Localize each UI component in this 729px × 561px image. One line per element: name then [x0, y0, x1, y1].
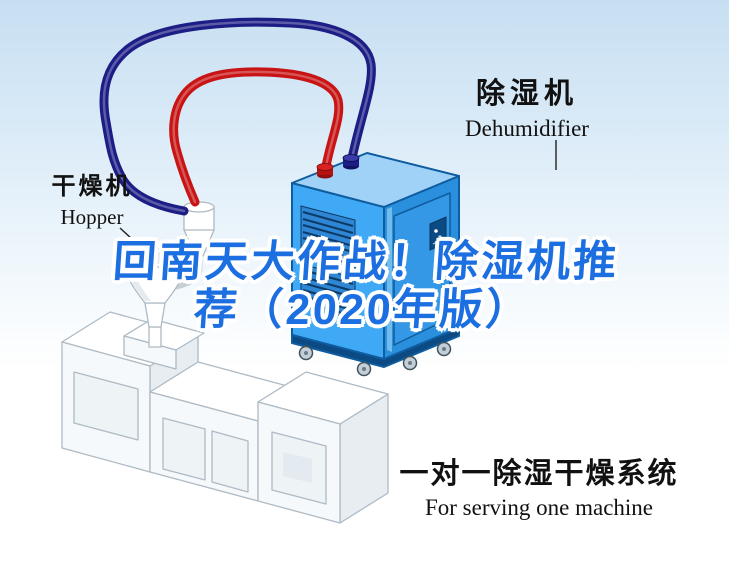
- caster-hub-2: [362, 367, 366, 371]
- dehumidifier-label-en: Dehumidifier: [465, 116, 589, 141]
- cyclone-cone: [183, 229, 215, 257]
- dehumidifier-control-panel: [429, 216, 447, 251]
- hose-red: [169, 67, 344, 207]
- vent-slats-upper: [302, 211, 354, 266]
- funnel-rim-inner: [130, 251, 180, 265]
- cyclone-down-tube: [164, 248, 203, 292]
- hose-connector-navy: [342, 154, 360, 170]
- leader-line-hopper: [119, 227, 147, 253]
- system-label: 一对一除湿干燥系统 For serving one machine: [390, 450, 688, 521]
- page-title: 回南天大作战！除湿机推 荐（2020年版）: [0, 238, 729, 334]
- cyclone-separator: [164, 201, 215, 292]
- machine-mid-panel-b: [211, 430, 249, 493]
- red-hose-pipe: [169, 67, 344, 207]
- caster-hub-3: [408, 361, 412, 365]
- caster-hub-4: [442, 347, 446, 351]
- dehumidifier-label-zh: 除湿机: [475, 78, 578, 110]
- dehumidifier: [291, 152, 460, 377]
- dehumidifier-label: 除湿机 Dehumidifier: [436, 70, 618, 142]
- control-panel-line: [432, 238, 444, 245]
- funnel-shading: [124, 260, 151, 301]
- dehumidifier-casters: [298, 341, 452, 377]
- system-label-en: For serving one machine: [424, 495, 654, 520]
- caster-hub-1: [304, 351, 308, 355]
- dehumidifier-base: [291, 327, 460, 368]
- machine-left-panel: [73, 371, 139, 441]
- dehumidifier-vents: [300, 205, 356, 321]
- red-connector-top: [316, 163, 334, 171]
- hopper-label-en: Hopper: [60, 205, 124, 229]
- control-panel-box: [429, 216, 447, 251]
- navy-hose-highlight: [102, 20, 373, 213]
- hopper-label: 干燥机 Hopper: [24, 166, 160, 230]
- machine-mid-panel-a: [162, 417, 206, 481]
- hopper-label-zh: 干燥机: [51, 173, 133, 200]
- dehumidifier-top-face: [291, 152, 460, 208]
- hose-connector-red: [316, 163, 334, 179]
- control-button-2: [438, 235, 442, 239]
- vent-slats-lower: [302, 269, 354, 317]
- machine-right-panel-inner: [283, 452, 312, 483]
- navy-connector-top: [342, 154, 360, 162]
- machine: [61, 201, 389, 524]
- hopper-funnel: [121, 248, 189, 348]
- control-button-1: [434, 229, 438, 233]
- page-title-line-1: 回南天大作战！除湿机推: [111, 238, 621, 286]
- hose-navy: [99, 17, 376, 216]
- navy-hose-pipe: [99, 17, 376, 216]
- dehumidifier-door: [387, 192, 451, 352]
- system-label-zh: 一对一除湿干燥系统: [399, 458, 679, 490]
- page-title-line-2: 荐（2020年版）: [192, 286, 534, 335]
- machine-right-section: [257, 371, 389, 524]
- red-hose-highlight: [172, 70, 341, 204]
- door-edge-strip: [387, 207, 392, 352]
